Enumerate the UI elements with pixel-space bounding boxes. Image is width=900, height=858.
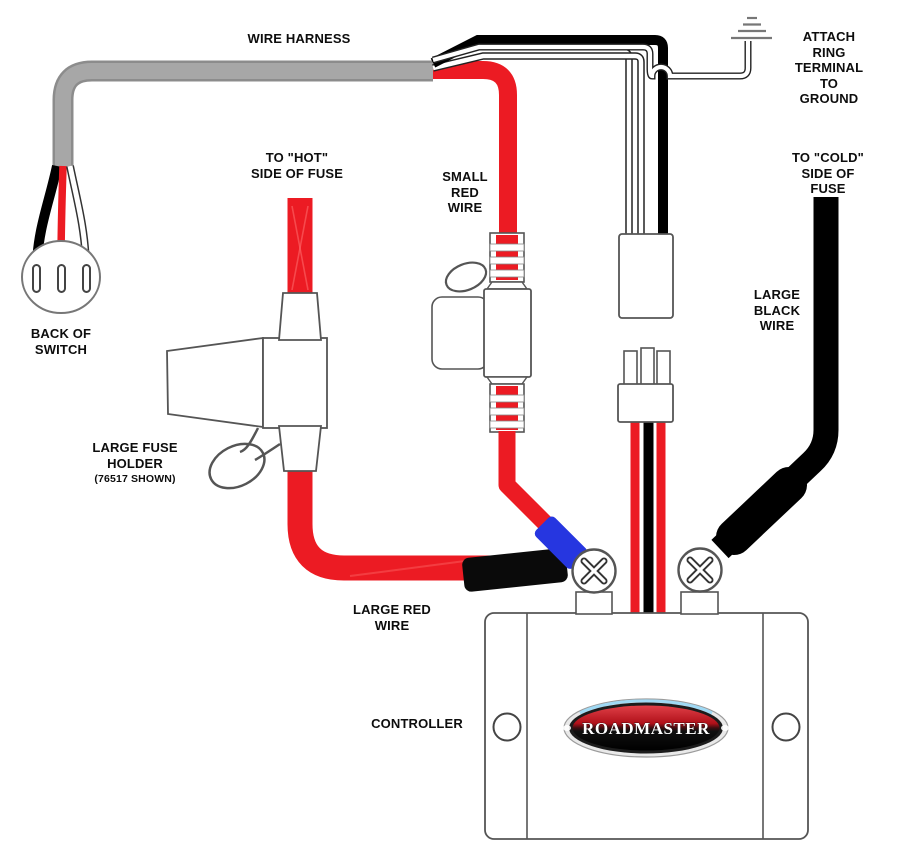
logo-glint (721, 725, 729, 731)
label-to-cold-side: TO "COLD" SIDE OF FUSE (792, 150, 864, 196)
small-red-wire-lower (498, 431, 560, 538)
large-red-wire (287, 198, 560, 581)
harness-connector-male (617, 347, 674, 423)
mounting-hole-right (771, 712, 801, 742)
mounting-hole-left (492, 712, 522, 742)
fuse-holder-handle (208, 442, 266, 490)
label-large-black-wire: LARGE BLACK WIRE (753, 287, 801, 333)
black-branch-wire (430, 35, 668, 237)
switch-connector (21, 240, 101, 314)
connector-prong (623, 350, 638, 386)
inline-fuse-holder (431, 232, 532, 433)
phillips-screw-icon (686, 556, 714, 584)
label-back-of-switch: BACK OF SWITCH (30, 326, 92, 357)
label-controller: CONTROLLER (371, 716, 463, 731)
large-black-wire (711, 197, 839, 559)
switch-slot (82, 264, 91, 293)
harness-connector-female (618, 233, 674, 319)
fuse-holder-cone (166, 336, 264, 429)
label-fuse-holder-note: (76517 SHOWN) (94, 473, 176, 485)
controller-pigtail-wires (630, 420, 666, 613)
inline-fuse-cover (431, 296, 489, 370)
switch-slot (32, 264, 41, 293)
label-large-red-wire: LARGE RED WIRE (353, 602, 431, 633)
logo-text: ROADMASTER (582, 719, 710, 738)
label-large-fuse-holder: LARGE FUSE HOLDER (92, 440, 178, 471)
inline-fuse-loop (444, 261, 488, 293)
ground-symbol-icon (731, 16, 772, 40)
black-wire-sleeve (716, 467, 807, 555)
phillips-screw-icon (580, 557, 608, 585)
crimp-sleeve-black (462, 548, 568, 592)
label-wire-harness: WIRE HARNESS (247, 31, 351, 46)
roadmaster-logo: ROADMASTER (563, 698, 729, 758)
logo-glint (563, 725, 571, 731)
wire-harness (52, 60, 433, 169)
label-small-red-wire: SMALL RED WIRE (442, 169, 488, 215)
harness-branch-wires (430, 35, 752, 238)
fuse-holder-body (262, 337, 328, 429)
label-to-hot-side: TO "HOT" SIDE OF FUSE (250, 150, 344, 181)
label-attach-ring-ground: ATTACH RING TERMINAL TO GROUND (794, 29, 864, 106)
switch-slot (57, 264, 66, 293)
connector-prong (656, 350, 671, 386)
screw-terminal-left (571, 548, 617, 615)
large-fuse-holder (166, 292, 328, 490)
screw-terminal-right (677, 547, 723, 615)
inline-fuse-body (483, 288, 532, 378)
small-red-wire-upper (433, 61, 517, 238)
butt-connector-blue (534, 516, 588, 569)
connector-prong (640, 347, 655, 386)
